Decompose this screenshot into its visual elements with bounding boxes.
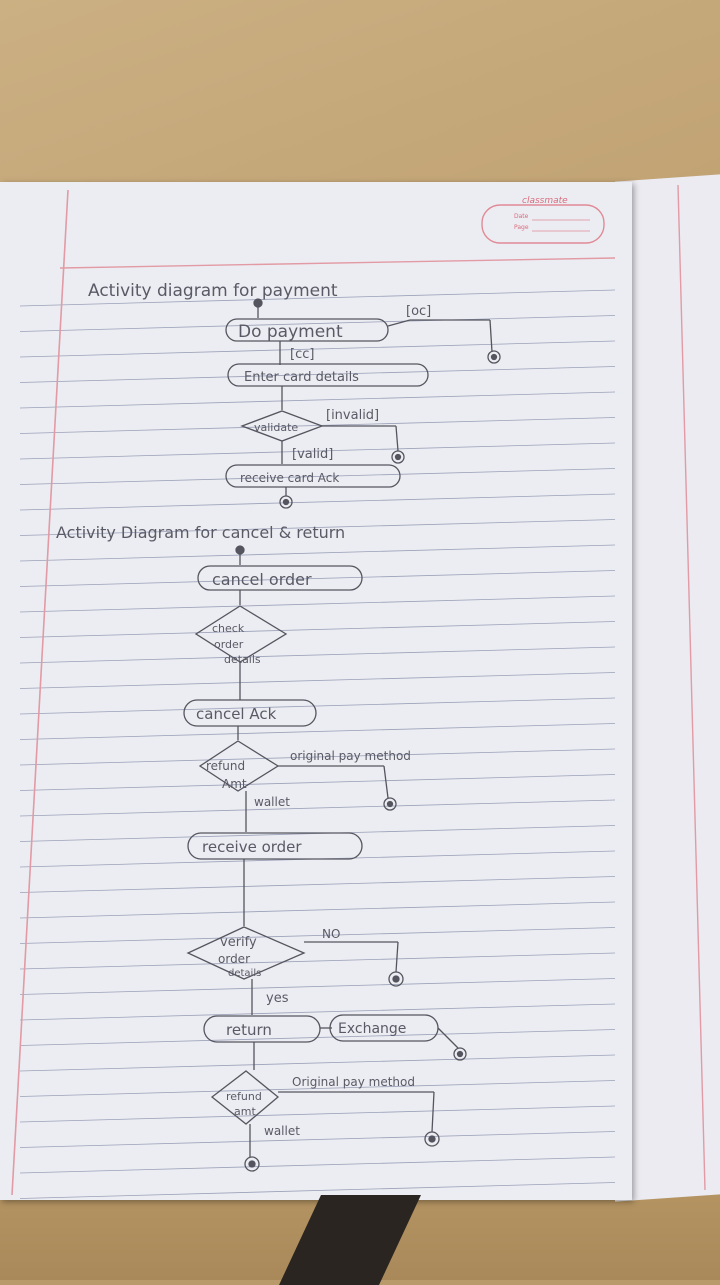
final-node-payment — [279, 495, 293, 509]
ruled-line — [19, 417, 616, 434]
receive-card-ack-label: receive card Ack — [240, 471, 339, 485]
ruled-line — [19, 876, 616, 893]
ruled-line — [19, 570, 616, 587]
ruled-line — [19, 1131, 616, 1148]
action-do-payment — [225, 318, 389, 342]
ruled-line — [19, 391, 616, 409]
action-cancel-ack — [183, 699, 317, 727]
verify-order-label: order — [218, 952, 250, 966]
ruled-line — [19, 1105, 616, 1123]
action-receive-card-ack — [225, 464, 401, 488]
edge-original-pay-method-2-label: Original pay method — [292, 1075, 415, 1089]
ruled-line — [19, 799, 616, 817]
ruled-line — [19, 697, 616, 715]
receive-order-label: receive order — [202, 838, 302, 856]
edge-wallet-label: wallet — [254, 795, 290, 809]
edge-wallet-2-label: wallet — [264, 1124, 300, 1138]
brand-text: classmate — [522, 196, 568, 206]
ruled-line — [19, 952, 616, 970]
payment-activity-diagram: Activity diagram for payment Do payment … — [88, 281, 501, 509]
refund-label-2: refund — [226, 1090, 262, 1103]
final-node-wallet-2 — [244, 1156, 260, 1172]
ruled-line — [19, 672, 616, 689]
ruled-line — [19, 748, 616, 766]
margin-lines — [11, 184, 706, 1196]
ruled-line — [19, 774, 616, 791]
action-enter-card-details — [227, 363, 429, 387]
details-label: details — [224, 653, 261, 666]
classmate-logo: classmate Date Page — [481, 196, 605, 244]
enter-card-details-label: Enter card details — [244, 370, 359, 385]
verify-label: verify — [220, 935, 257, 950]
ruled-line — [19, 621, 616, 638]
ruled-line — [19, 1080, 616, 1097]
edge-cc-label: [cc] — [290, 347, 314, 362]
page-label: Page — [514, 224, 529, 231]
edge-no-label: NO — [322, 927, 340, 941]
refund-label: refund — [206, 759, 245, 773]
ruled-line — [19, 493, 616, 511]
ruled-line — [19, 1182, 616, 1199]
decision-refund-amt — [198, 740, 280, 792]
date-label: Date — [514, 213, 529, 220]
cancel-order-label: cancel order — [212, 570, 312, 589]
amt-label: Amt — [222, 777, 247, 791]
ruled-line — [19, 468, 616, 485]
top-margin-line — [59, 257, 616, 269]
verify-details-label: details — [228, 968, 261, 979]
ruled-line — [19, 978, 616, 995]
left-margin-line — [11, 189, 69, 1196]
decision-refund-amt-2 — [210, 1070, 280, 1125]
do-payment-label: Do payment — [238, 322, 343, 342]
edge-valid-label: [valid] — [292, 447, 333, 462]
action-cancel-order — [197, 565, 363, 591]
validate-label: validate — [254, 421, 298, 434]
diagram1-title: Activity diagram for payment — [88, 281, 338, 301]
ruled-line — [19, 646, 616, 664]
final-node-original-pay — [383, 797, 397, 811]
ruled-line — [19, 1054, 616, 1072]
ruled-line — [19, 289, 616, 307]
notebook-page — [0, 182, 632, 1200]
cancel-return-activity-diagram: Activity Diagram for cancel & return can… — [56, 523, 467, 1172]
ruled-line — [19, 723, 616, 740]
edge-oc-label: [oc] — [406, 304, 431, 319]
initial-node — [253, 298, 263, 308]
diagram2-title: Activity Diagram for cancel & return — [56, 523, 345, 542]
cancel-ack-label: cancel Ack — [196, 705, 277, 723]
final-node-exchange — [453, 1047, 467, 1061]
ruled-line — [19, 340, 616, 358]
ruled-line — [19, 442, 616, 460]
final-node-original-pay-2 — [424, 1131, 440, 1147]
action-return — [203, 1015, 321, 1043]
right-page-margin-line — [677, 184, 706, 1191]
exchange-label: Exchange — [338, 1021, 406, 1037]
ruled-line — [19, 315, 616, 332]
ruled-line — [19, 927, 616, 944]
check-label: check — [212, 622, 245, 635]
ruled-line — [19, 901, 616, 919]
ruled-line — [19, 519, 616, 536]
return-label: return — [226, 1021, 272, 1039]
order-label: order — [214, 638, 244, 651]
ruled-line — [19, 595, 616, 613]
ruled-line — [19, 544, 616, 562]
edge-original-pay-method-label: original pay method — [290, 749, 411, 763]
amt-label-2: amt — [234, 1105, 256, 1118]
final-node-no — [388, 971, 404, 987]
ruled-line — [19, 1003, 616, 1021]
edge-invalid-label: [invalid] — [326, 408, 379, 423]
edge-yes-label: yes — [266, 991, 289, 1006]
decision-verify-order-details — [186, 926, 306, 980]
initial-node-2 — [235, 545, 245, 555]
final-node-oc — [487, 350, 501, 364]
ruled-line — [19, 366, 616, 383]
ruled-lines — [19, 289, 616, 1199]
final-node-invalid — [391, 450, 405, 464]
action-receive-order — [187, 832, 363, 860]
ruled-line — [19, 1156, 616, 1174]
